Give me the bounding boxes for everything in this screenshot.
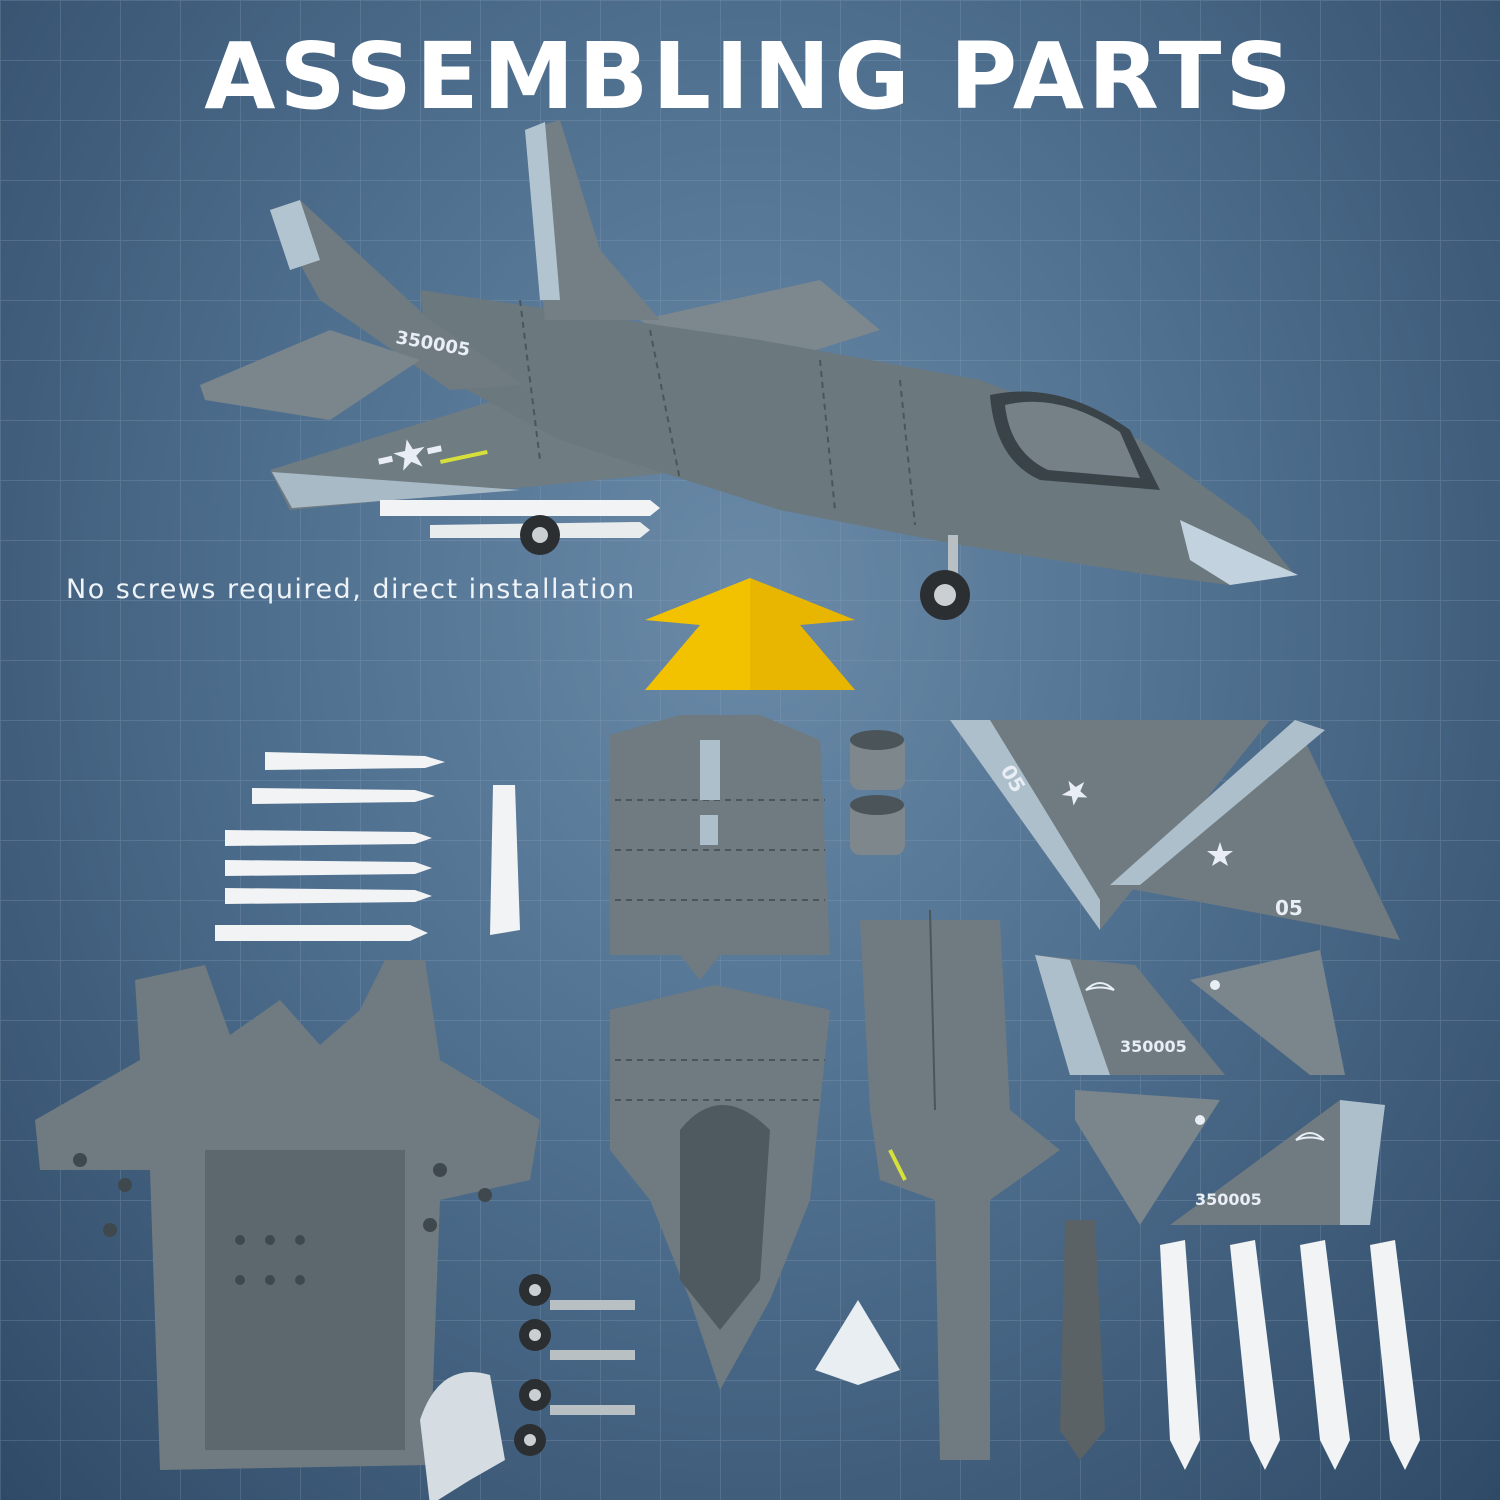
arrow-up-icon [645,578,855,690]
bird-emblem-icon [1295,1132,1325,1141]
tail-number-decal-lower: 350005 [1195,1190,1262,1209]
wing-number-decal-right: 05 [1275,896,1303,920]
canopy-part [420,1372,505,1500]
bird-emblem-icon [1085,982,1115,991]
wing-left-part: 05 [950,720,1270,930]
front-landing-gear [920,535,970,620]
missile-set-left [215,752,520,941]
tail-fin-upper: 350005 [1035,955,1225,1075]
rear-fuselage-part [610,715,830,980]
stabilizer-upper-right [1190,950,1345,1075]
tail-number-decal-upper: 350005 [1120,1037,1187,1056]
stabilizer-lower-left [1075,1090,1220,1225]
engine-nozzles [850,730,905,855]
nose-cone-part [815,1300,900,1385]
front-fuselage-part [610,985,830,1390]
tail-fin-lower: 350005 [1170,1100,1385,1225]
assembled-jet: 350005 [200,120,1298,620]
missile-set-right [1160,1240,1420,1470]
fuselage-base-part [35,960,540,1470]
landing-gear-set [514,1274,635,1456]
star-insignia-icon [378,439,442,471]
star-insignia-icon [1061,780,1088,806]
nose-section-part [860,909,1060,1460]
star-insignia-icon [1207,842,1233,866]
wing-right-part: 05 [1110,720,1400,940]
page-title: ASSEMBLING PARTS [204,23,1296,130]
cockpit-seat-part [1060,1220,1105,1460]
rear-landing-gear [520,515,560,555]
installation-caption: No screws required, direct installation [66,574,636,605]
